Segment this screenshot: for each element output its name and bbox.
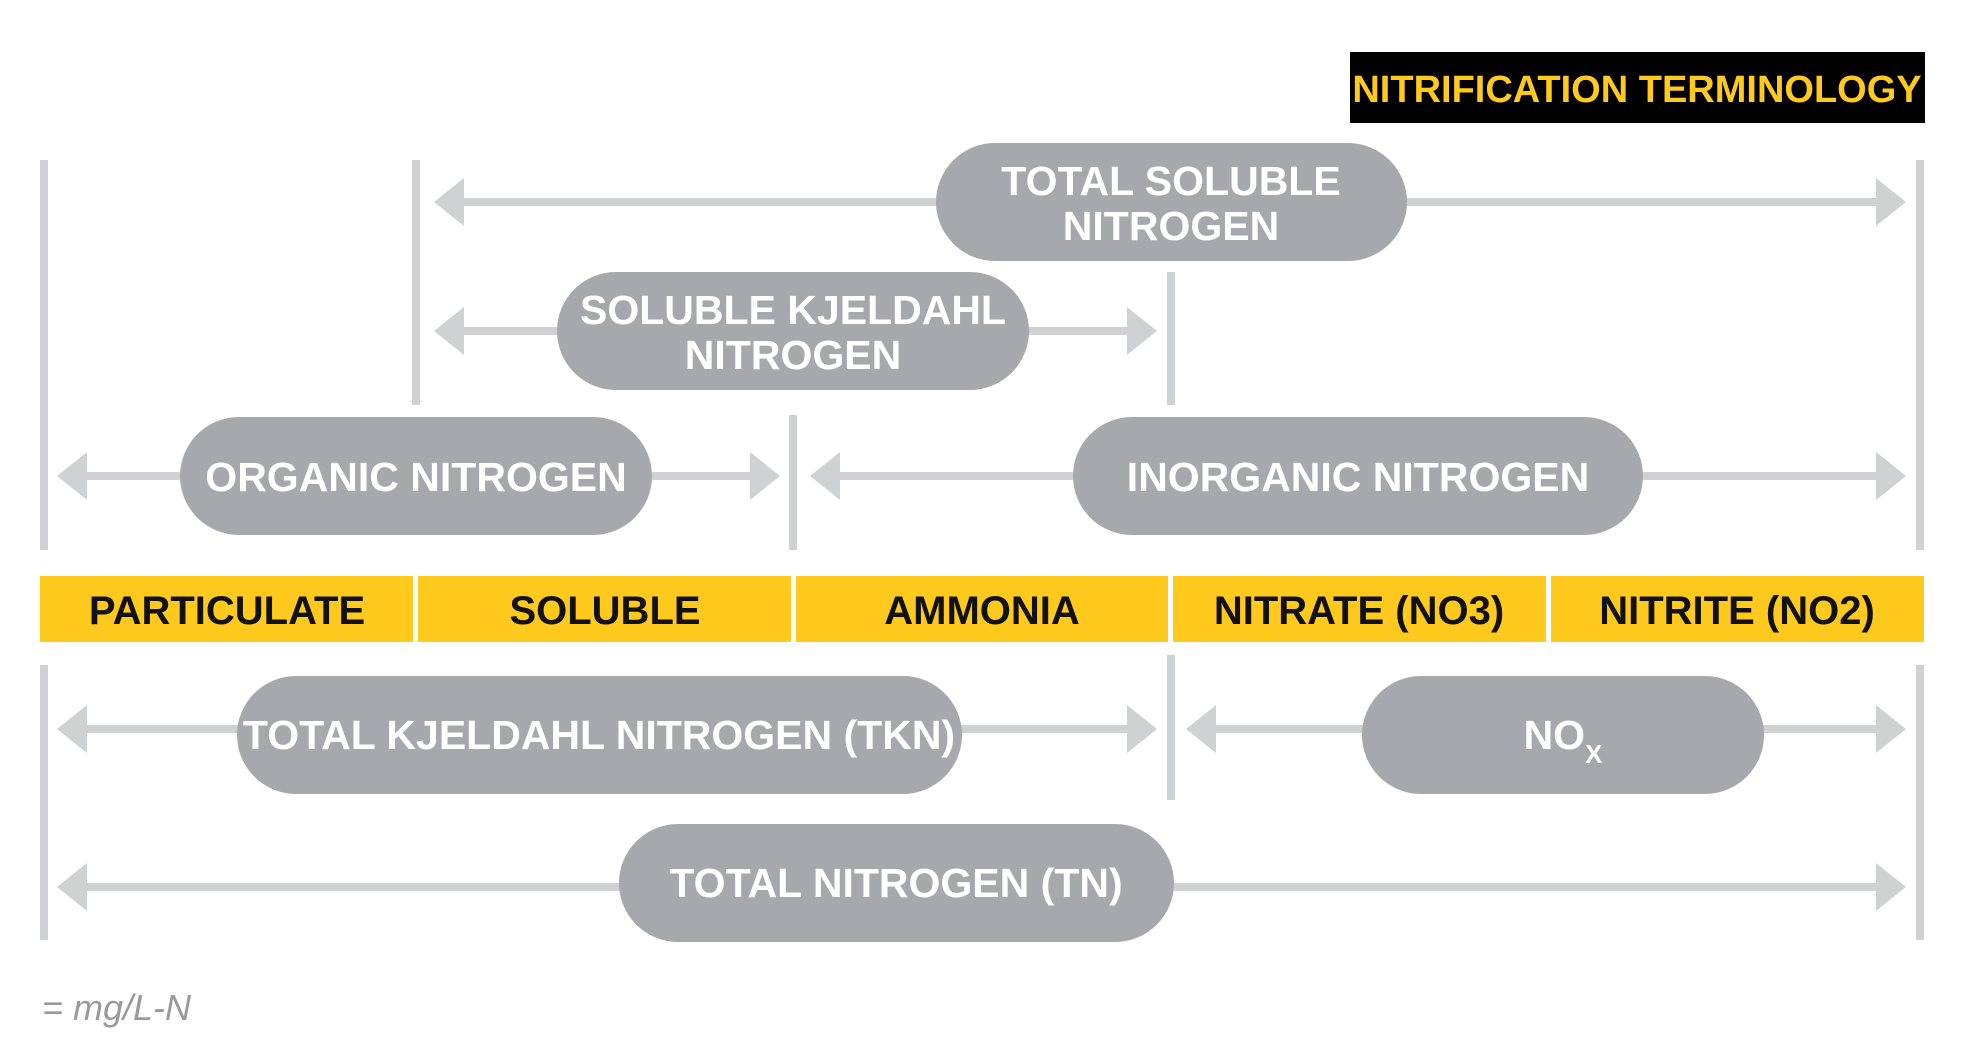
- pill-total-kjeldahl-nitrogen: TOTAL KJELDAHL NITROGEN (TKN): [237, 676, 962, 794]
- pill-label: TOTAL NITROGEN (TN): [669, 860, 1122, 906]
- pill-organic-nitrogen: ORGANIC NITROGEN: [180, 417, 652, 535]
- pill-nox: NOX: [1362, 676, 1764, 794]
- category-cell-soluble: [418, 576, 791, 642]
- category-cell-nitrite: [1551, 576, 1924, 642]
- nox-base: NO: [1524, 712, 1586, 758]
- category-cell-particulate: [40, 576, 413, 642]
- arrowhead-right-tkn: [1127, 705, 1157, 753]
- divider-lines: [40, 160, 1924, 940]
- units-note: = mg/L-N: [42, 987, 192, 1028]
- category-label-soluble: SOLUBLE: [509, 589, 700, 633]
- arrowhead-left-total-soluble: [434, 178, 464, 226]
- pill-soluble-kjeldahl-nitrogen: SOLUBLE KJELDAHL NITROGEN: [557, 272, 1029, 390]
- category-label-nitrate: NITRATE (NO3): [1214, 589, 1504, 633]
- pill-label-line-1: SOLUBLE KJELDAHL: [580, 287, 1006, 333]
- arrowhead-right-organic: [750, 452, 780, 500]
- pill-label-line-2: NITROGEN: [685, 332, 901, 378]
- arrowhead-left-tn: [57, 863, 87, 911]
- arrowhead-left-organic: [57, 452, 87, 500]
- category-cell-nitrate: [1173, 576, 1546, 642]
- title-box: NITRIFICATION TERMINOLOGY: [1350, 52, 1925, 123]
- arrowhead-right-total-soluble: [1876, 178, 1906, 226]
- arrowhead-right-tn: [1876, 863, 1906, 911]
- pill-label: TOTAL KJELDAHL NITROGEN (TKN): [243, 712, 955, 758]
- pill-shape: [557, 272, 1029, 390]
- title-background: [1350, 52, 1925, 123]
- category-label-nitrite: NITRITE (NO2): [1599, 589, 1875, 633]
- arrowhead-left-inorganic: [810, 452, 840, 500]
- arrowhead-left-nox: [1186, 705, 1216, 753]
- nox-subscript: X: [1585, 739, 1603, 769]
- arrow-heads: [57, 178, 1906, 911]
- pill-total-nitrogen: TOTAL NITROGEN (TN): [619, 824, 1174, 942]
- category-bar: PARTICULATE SOLUBLE AMMONIA NITRATE (NO3…: [40, 576, 1924, 642]
- category-label-ammonia: AMMONIA: [884, 589, 1080, 633]
- pill-label: NOX: [1524, 712, 1604, 769]
- category-label-particulate: PARTICULATE: [89, 589, 365, 633]
- pill-label-line-2: NITROGEN: [1063, 203, 1279, 249]
- pill-shape: [619, 824, 1174, 942]
- pill-label: INORGANIC NITROGEN: [1127, 454, 1589, 500]
- pill-shape: [180, 417, 652, 535]
- pill-shape: [1362, 676, 1764, 794]
- pill-inorganic-nitrogen: INORGANIC NITROGEN: [1073, 417, 1643, 535]
- pill-shape: [237, 676, 962, 794]
- pill-label: ORGANIC NITROGEN: [205, 454, 626, 500]
- pill-shape: [1073, 417, 1643, 535]
- pill-total-soluble-nitrogen: TOTAL SOLUBLE NITROGEN: [936, 143, 1407, 261]
- arrowhead-left-soluble-kjeldahl: [434, 307, 464, 355]
- arrowhead-right-nox: [1876, 705, 1906, 753]
- arrowhead-right-inorganic: [1876, 452, 1906, 500]
- arrowhead-right-soluble-kjeldahl: [1127, 307, 1157, 355]
- pill-label-line-1: TOTAL SOLUBLE: [1001, 158, 1340, 204]
- pill-shape: [936, 143, 1407, 261]
- diagram-title: NITRIFICATION TERMINOLOGY: [1352, 69, 1921, 111]
- arrowhead-left-tkn: [57, 705, 87, 753]
- category-cell-ammonia: [796, 576, 1168, 642]
